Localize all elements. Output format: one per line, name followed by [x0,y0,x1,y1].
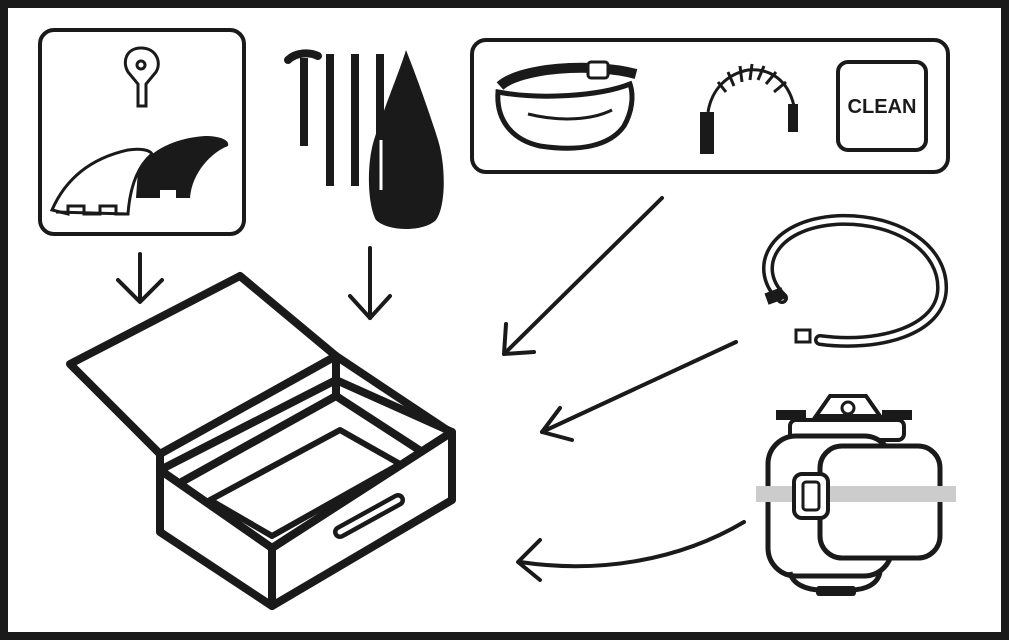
arrow-hose [540,340,738,442]
hose-icon [762,213,949,348]
arrow-accessories [502,196,664,356]
storage-box-icon [66,272,456,610]
panel-accessories: CLEAN [470,38,950,174]
clean-bag-icon: CLEAN [836,60,928,152]
pump-icon [756,394,956,596]
fins-icon [49,136,229,216]
clean-label: CLEAN [848,96,917,118]
coil-leash-icon [700,63,798,154]
arrow-pump [516,520,746,582]
panel-fins-key-frame [38,28,246,236]
fin-key-icon [123,46,160,108]
waist-bag-icon [495,60,638,151]
arrow-down-fins [116,252,164,304]
box-rim [156,376,456,552]
panel-accessories-frame [470,38,950,174]
arrow-down-paddle [348,246,392,320]
panel-fins-key [38,28,246,236]
arrows [116,196,746,582]
paddle-pieces-icon [284,49,444,229]
